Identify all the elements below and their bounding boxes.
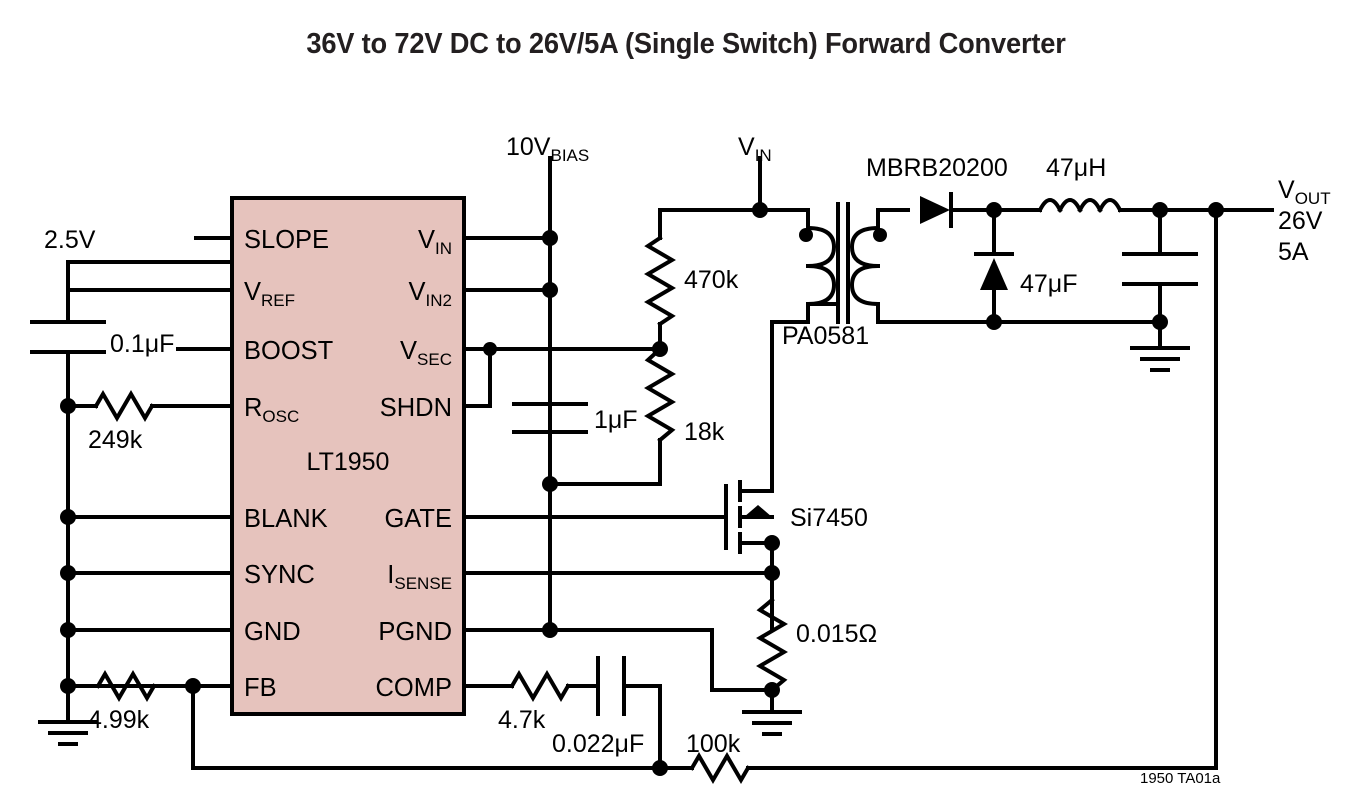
- junction-dot: [60, 565, 76, 581]
- value-resistor-100k: 100k: [686, 730, 741, 758]
- inductor-47uh-coils: [1037, 198, 1123, 213]
- value-resistor-sense: 0.015Ω: [796, 620, 877, 648]
- resistor-rfb-zigzag: [95, 670, 157, 702]
- wire-18k-bottom-to-bias: [548, 438, 662, 486]
- net-label-vout-voltage: 26V: [1278, 207, 1323, 235]
- resistor-rosc-zigzag: [93, 390, 155, 422]
- pin-label-fb: FB: [244, 674, 277, 702]
- value-mosfet: Si7450: [790, 504, 868, 532]
- pin-label-vref: VREF: [244, 278, 295, 310]
- value-resistor-470k: 470k: [684, 266, 739, 294]
- pin-label-sync: SYNC: [244, 561, 315, 589]
- transformer-dot-primary: [799, 228, 813, 242]
- net-label-vout-current: 5A: [1278, 238, 1309, 266]
- pin-label-comp: COMP: [376, 674, 453, 702]
- diode-forward-triangle: [920, 196, 950, 224]
- resistor-comp-zigzag: [509, 670, 571, 702]
- value-cap-boost: 0.1μF: [110, 330, 174, 358]
- net-label-vin: VIN: [738, 133, 772, 165]
- ground-symbol-left: [38, 720, 98, 746]
- junction-dot: [764, 535, 780, 551]
- junction-dot: [542, 230, 558, 246]
- wire-vref-rail: [66, 260, 234, 292]
- value-diode-forward: MBRB20200: [866, 154, 1008, 182]
- diode-catch-triangle: [980, 258, 1008, 290]
- ground-symbol-secondary: [1130, 346, 1190, 372]
- pin-label-shdn: SHDN: [380, 394, 452, 422]
- page-title: 36V to 72V DC to 26V/5A (Single Switch) …: [306, 28, 1066, 60]
- transformer-dot-secondary: [873, 228, 887, 242]
- junction-dot: [60, 622, 76, 638]
- pin-label-vsec: VSEC: [400, 337, 452, 369]
- pin-label-slope: SLOPE: [244, 226, 329, 254]
- ic-part-name: LT1950: [307, 448, 390, 476]
- value-inductor-out: 47μH: [1046, 154, 1106, 182]
- resistor-470k-zigzag: [644, 235, 676, 327]
- transformer-secondary-winding: [849, 208, 996, 324]
- ic-left-pin-stubs: [66, 236, 234, 688]
- wire-mosfet-drain: [738, 320, 774, 493]
- resistor-18k-zigzag: [644, 346, 676, 443]
- pin-label-gate: GATE: [384, 505, 452, 533]
- pin-label-rosc: ROSC: [244, 394, 299, 426]
- net-label-10v-bias: 10VBIAS: [506, 133, 589, 165]
- junction-dot: [542, 622, 558, 638]
- value-resistor-comp: 4.7k: [498, 706, 546, 734]
- value-cap-bias: 1μF: [594, 406, 638, 434]
- junction-dot: [542, 282, 558, 298]
- value-cap-comp: 0.022μF: [552, 730, 644, 758]
- pin-label-isense: ISENSE: [387, 561, 452, 593]
- ic-body-lt1950: [230, 196, 466, 716]
- wire-fb-to-bottom-bus: [191, 684, 662, 770]
- junction-dot: [60, 509, 76, 525]
- resistor-sense-zigzag: [756, 597, 788, 693]
- value-resistor-rosc: 249k: [88, 426, 143, 454]
- value-resistor-rfb: 4.99k: [88, 706, 150, 734]
- mosfet-body-arrow: [744, 505, 772, 517]
- pin-label-vin2: VIN2: [409, 278, 452, 310]
- value-cap-out: 47μF: [1020, 270, 1077, 298]
- ic-right-pin-stubs: [462, 236, 774, 688]
- transformer-core: [836, 202, 850, 324]
- junction-dot: [483, 342, 497, 356]
- pin-label-boost: BOOST: [244, 337, 333, 365]
- wire-pgnd-to-sense: [710, 628, 774, 692]
- wire-vout-feedback-down: [758, 208, 1218, 770]
- net-label-vout: VOUT: [1278, 176, 1331, 208]
- resistor-100k-zigzag: [689, 752, 751, 784]
- value-resistor-18k: 18k: [684, 418, 725, 446]
- value-transformer: PA0581: [782, 322, 869, 350]
- pin-label-pgnd: PGND: [378, 618, 452, 646]
- wire-mosfet-source: [738, 541, 774, 632]
- pin-label-vin: VIN: [418, 226, 452, 258]
- ground-symbol-primary: [742, 710, 802, 736]
- footer-caption: 1950 TA01a: [1140, 770, 1221, 787]
- wire-cap-comp-to-bus: [622, 684, 662, 770]
- pin-label-blank: BLANK: [244, 505, 328, 533]
- pin-label-gnd: GND: [244, 618, 301, 646]
- transformer-primary-winding: [770, 208, 837, 324]
- net-label-vref-25v: 2.5V: [44, 226, 96, 254]
